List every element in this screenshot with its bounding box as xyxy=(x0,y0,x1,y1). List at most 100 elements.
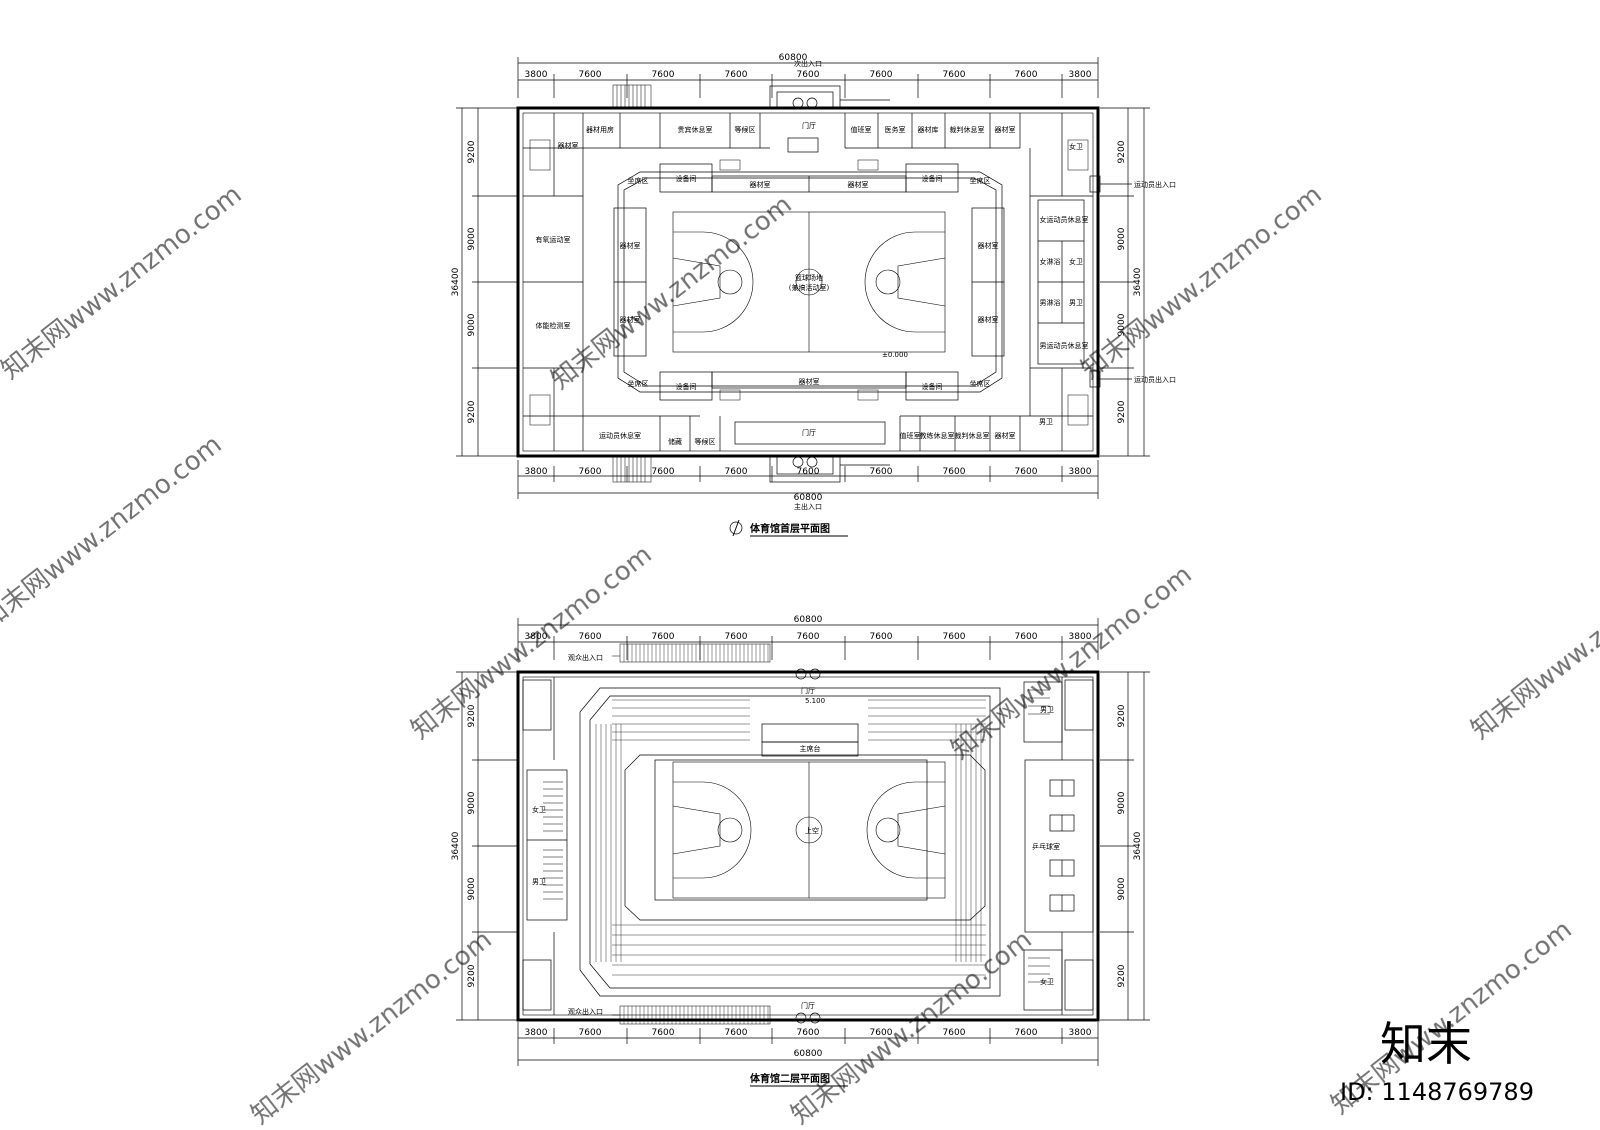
f1-row-right-2: 9000 xyxy=(1117,227,1127,250)
f1-bot-7: 器材室 xyxy=(995,431,1016,440)
f2-room-labels: 门厅 门厅 主席台 上空 乒乓球室 男卫 女卫 男卫 女卫 5.100 xyxy=(532,686,1060,1010)
f1-inner-left-2: 器材室 xyxy=(620,315,641,324)
f1-row-right-1: 9200 xyxy=(1117,140,1127,163)
f2-stair-ticks xyxy=(623,644,769,1024)
f1-inner-top-1: 器材室 xyxy=(750,180,771,189)
f2-bay-top-4: 7600 xyxy=(725,632,748,642)
f2-wc-m-left: 男卫 xyxy=(532,878,546,886)
f1-athlete-entrance-arrows xyxy=(1089,175,1132,388)
f1-row-left-4: 9200 xyxy=(467,400,477,423)
f1-left-1: 器材室 xyxy=(558,141,579,150)
image-id-text: ID: 1148769789 xyxy=(1340,1078,1534,1106)
f1-inner-right-1: 器材室 xyxy=(978,241,999,250)
f2-bottom-dimensions xyxy=(517,1022,1099,1066)
f1-total-width-top: 60800 xyxy=(779,53,808,63)
f1-bay-top-4: 7600 xyxy=(725,70,748,80)
f1-bot-3: 等候区 xyxy=(695,437,716,446)
f1-bay-top-6: 7600 xyxy=(870,70,893,80)
f1-basketball-court xyxy=(672,211,946,353)
f1-title: 体育馆首层平面图 xyxy=(750,522,830,535)
watermark-text: 知末网www.znzmo.com xyxy=(946,560,1198,766)
f1-total-width-bottom: 60800 xyxy=(794,493,823,503)
f1-equip-1: 设备间 xyxy=(676,174,697,183)
f1-seat-4: 坐席区 xyxy=(970,379,991,388)
second-floor-plan: 60800 3800 7600 7600 7600 7600 7600 7600… xyxy=(451,615,1150,1087)
f1-bay-top-5: 7600 xyxy=(797,70,820,80)
f1-room-top-8: 器材室 xyxy=(995,125,1016,134)
f1-room-labels: 篮球场地 (兼搞活动室) ±0.000 门厅 门厅 器材用房 贵宾休息室 等候区… xyxy=(536,121,1089,446)
f1-lobby-bottom: 门厅 xyxy=(802,428,816,437)
f1-bay-bot-7: 7600 xyxy=(943,467,966,477)
f1-athlete-entrance-top: 运动员出入口 xyxy=(1134,180,1176,189)
f1-row-right-4: 9200 xyxy=(1117,400,1127,423)
f2-basketball-court xyxy=(672,761,946,899)
f2-bay-top-5: 7600 xyxy=(797,632,820,642)
f2-rostrum: 主席台 xyxy=(800,744,821,753)
f1-arena-ring xyxy=(613,163,1005,401)
watermark-text: 知末网www.znzmo.com xyxy=(1466,540,1600,746)
north-arrow-needle-icon xyxy=(732,519,740,537)
f2-bay-labels-top: 3800 7600 7600 7600 7600 7600 7600 7600 … xyxy=(525,632,1092,642)
f2-audience-entrance-bottom: 观众出入口 xyxy=(568,1007,603,1016)
f2-bay-top-2: 7600 xyxy=(579,632,602,642)
f1-outer-walls xyxy=(516,106,1100,458)
f1-court-label-2: (兼搞活动室) xyxy=(789,283,830,292)
f2-wc-f-left: 女卫 xyxy=(532,805,546,814)
f1-bay-top-3: 7600 xyxy=(652,70,675,80)
f1-bay-top-1: 3800 xyxy=(525,70,548,80)
f2-total-depth-right: 36400 xyxy=(1133,831,1143,860)
watermark-text: 知末网www.znzmo.com xyxy=(0,430,228,636)
f2-bay-bot-5: 7600 xyxy=(797,1028,820,1038)
f2-total-width-top: 60800 xyxy=(794,615,823,625)
f2-seat-rows xyxy=(595,699,986,976)
f1-bay-bot-6: 7600 xyxy=(870,467,893,477)
f1-wc-f-top: 女卫 xyxy=(1069,257,1083,266)
f2-bay-top-8: 7600 xyxy=(1015,632,1038,642)
f1-bay-top-9: 3800 xyxy=(1069,70,1092,80)
f2-title: 体育馆二层平面图 xyxy=(750,1072,830,1085)
f1-bot-4: 值班室 xyxy=(900,431,921,440)
f1-seat-2: 坐席区 xyxy=(970,176,991,185)
f2-total-width-bottom: 60800 xyxy=(794,1049,823,1059)
f1-room-top-6: 器材库 xyxy=(918,125,939,134)
f2-bay-bot-7: 7600 xyxy=(943,1028,966,1038)
watermark-layer: 知末网www.znzmo.com 知末网www.znzmo.com 知末网www… xyxy=(0,180,1600,1130)
f2-row-left-1: 9200 xyxy=(467,704,477,727)
f1-right-2: 女淋浴 xyxy=(1040,257,1061,266)
f2-title-block: 体育馆二层平面图 xyxy=(750,1072,848,1087)
f2-bay-bot-4: 7600 xyxy=(725,1028,748,1038)
f2-level: 5.100 xyxy=(805,697,825,705)
f2-bay-top-7: 7600 xyxy=(943,632,966,642)
ground-floor-plan: 60800 3800 7600 7600 7600 7600 7600 7600… xyxy=(451,53,1176,537)
f2-row-right-3: 9000 xyxy=(1117,877,1127,900)
f1-bot-2: 储藏 xyxy=(668,437,682,446)
watermark-text: 知末网www.znzmo.com xyxy=(786,925,1038,1130)
f1-bay-top-7: 7600 xyxy=(943,70,966,80)
f1-bay-labels-top: 3800 7600 7600 7600 7600 7600 7600 7600 … xyxy=(525,70,1092,80)
f1-bay-labels-bottom: 3800 7600 7600 7600 7600 7600 7600 7600 … xyxy=(525,467,1092,477)
f2-audience-entrance-top: 观众出入口 xyxy=(568,653,603,662)
f1-total-depth-left: 36400 xyxy=(451,267,461,296)
f1-wc-m-bottom: 男卫 xyxy=(1039,418,1053,426)
f1-inner-left-1: 器材室 xyxy=(620,241,641,250)
f2-side-rooms xyxy=(522,677,1094,1015)
f1-bot-1: 运动员休息室 xyxy=(599,431,641,440)
f2-bay-bot-2: 7600 xyxy=(579,1028,602,1038)
f1-right-dimensions xyxy=(1100,107,1150,457)
f1-left-3: 体能检测室 xyxy=(536,321,571,330)
f2-row-right-2: 9000 xyxy=(1117,791,1127,814)
f1-row-left-3: 9000 xyxy=(467,313,477,336)
f1-room-top-3: 等候区 xyxy=(735,125,756,134)
f1-bay-bot-9: 3800 xyxy=(1069,467,1092,477)
f2-row-left-4: 9200 xyxy=(467,964,477,987)
f1-equip-3: 设备间 xyxy=(676,382,697,391)
f2-wc-m-right: 男卫 xyxy=(1040,706,1054,714)
f1-right-3: 男淋浴 xyxy=(1040,298,1061,307)
watermark-text: 知末网www.znzmo.com xyxy=(0,180,248,386)
north-arrow-icon xyxy=(729,521,743,535)
watermark-text: 知末网www.znzmo.com xyxy=(246,925,498,1130)
f2-table-tennis: 乒乓球室 xyxy=(1032,842,1060,851)
f1-bot-5: 教练休息室 xyxy=(920,431,955,440)
f1-left-2: 有氧运动室 xyxy=(536,235,571,244)
